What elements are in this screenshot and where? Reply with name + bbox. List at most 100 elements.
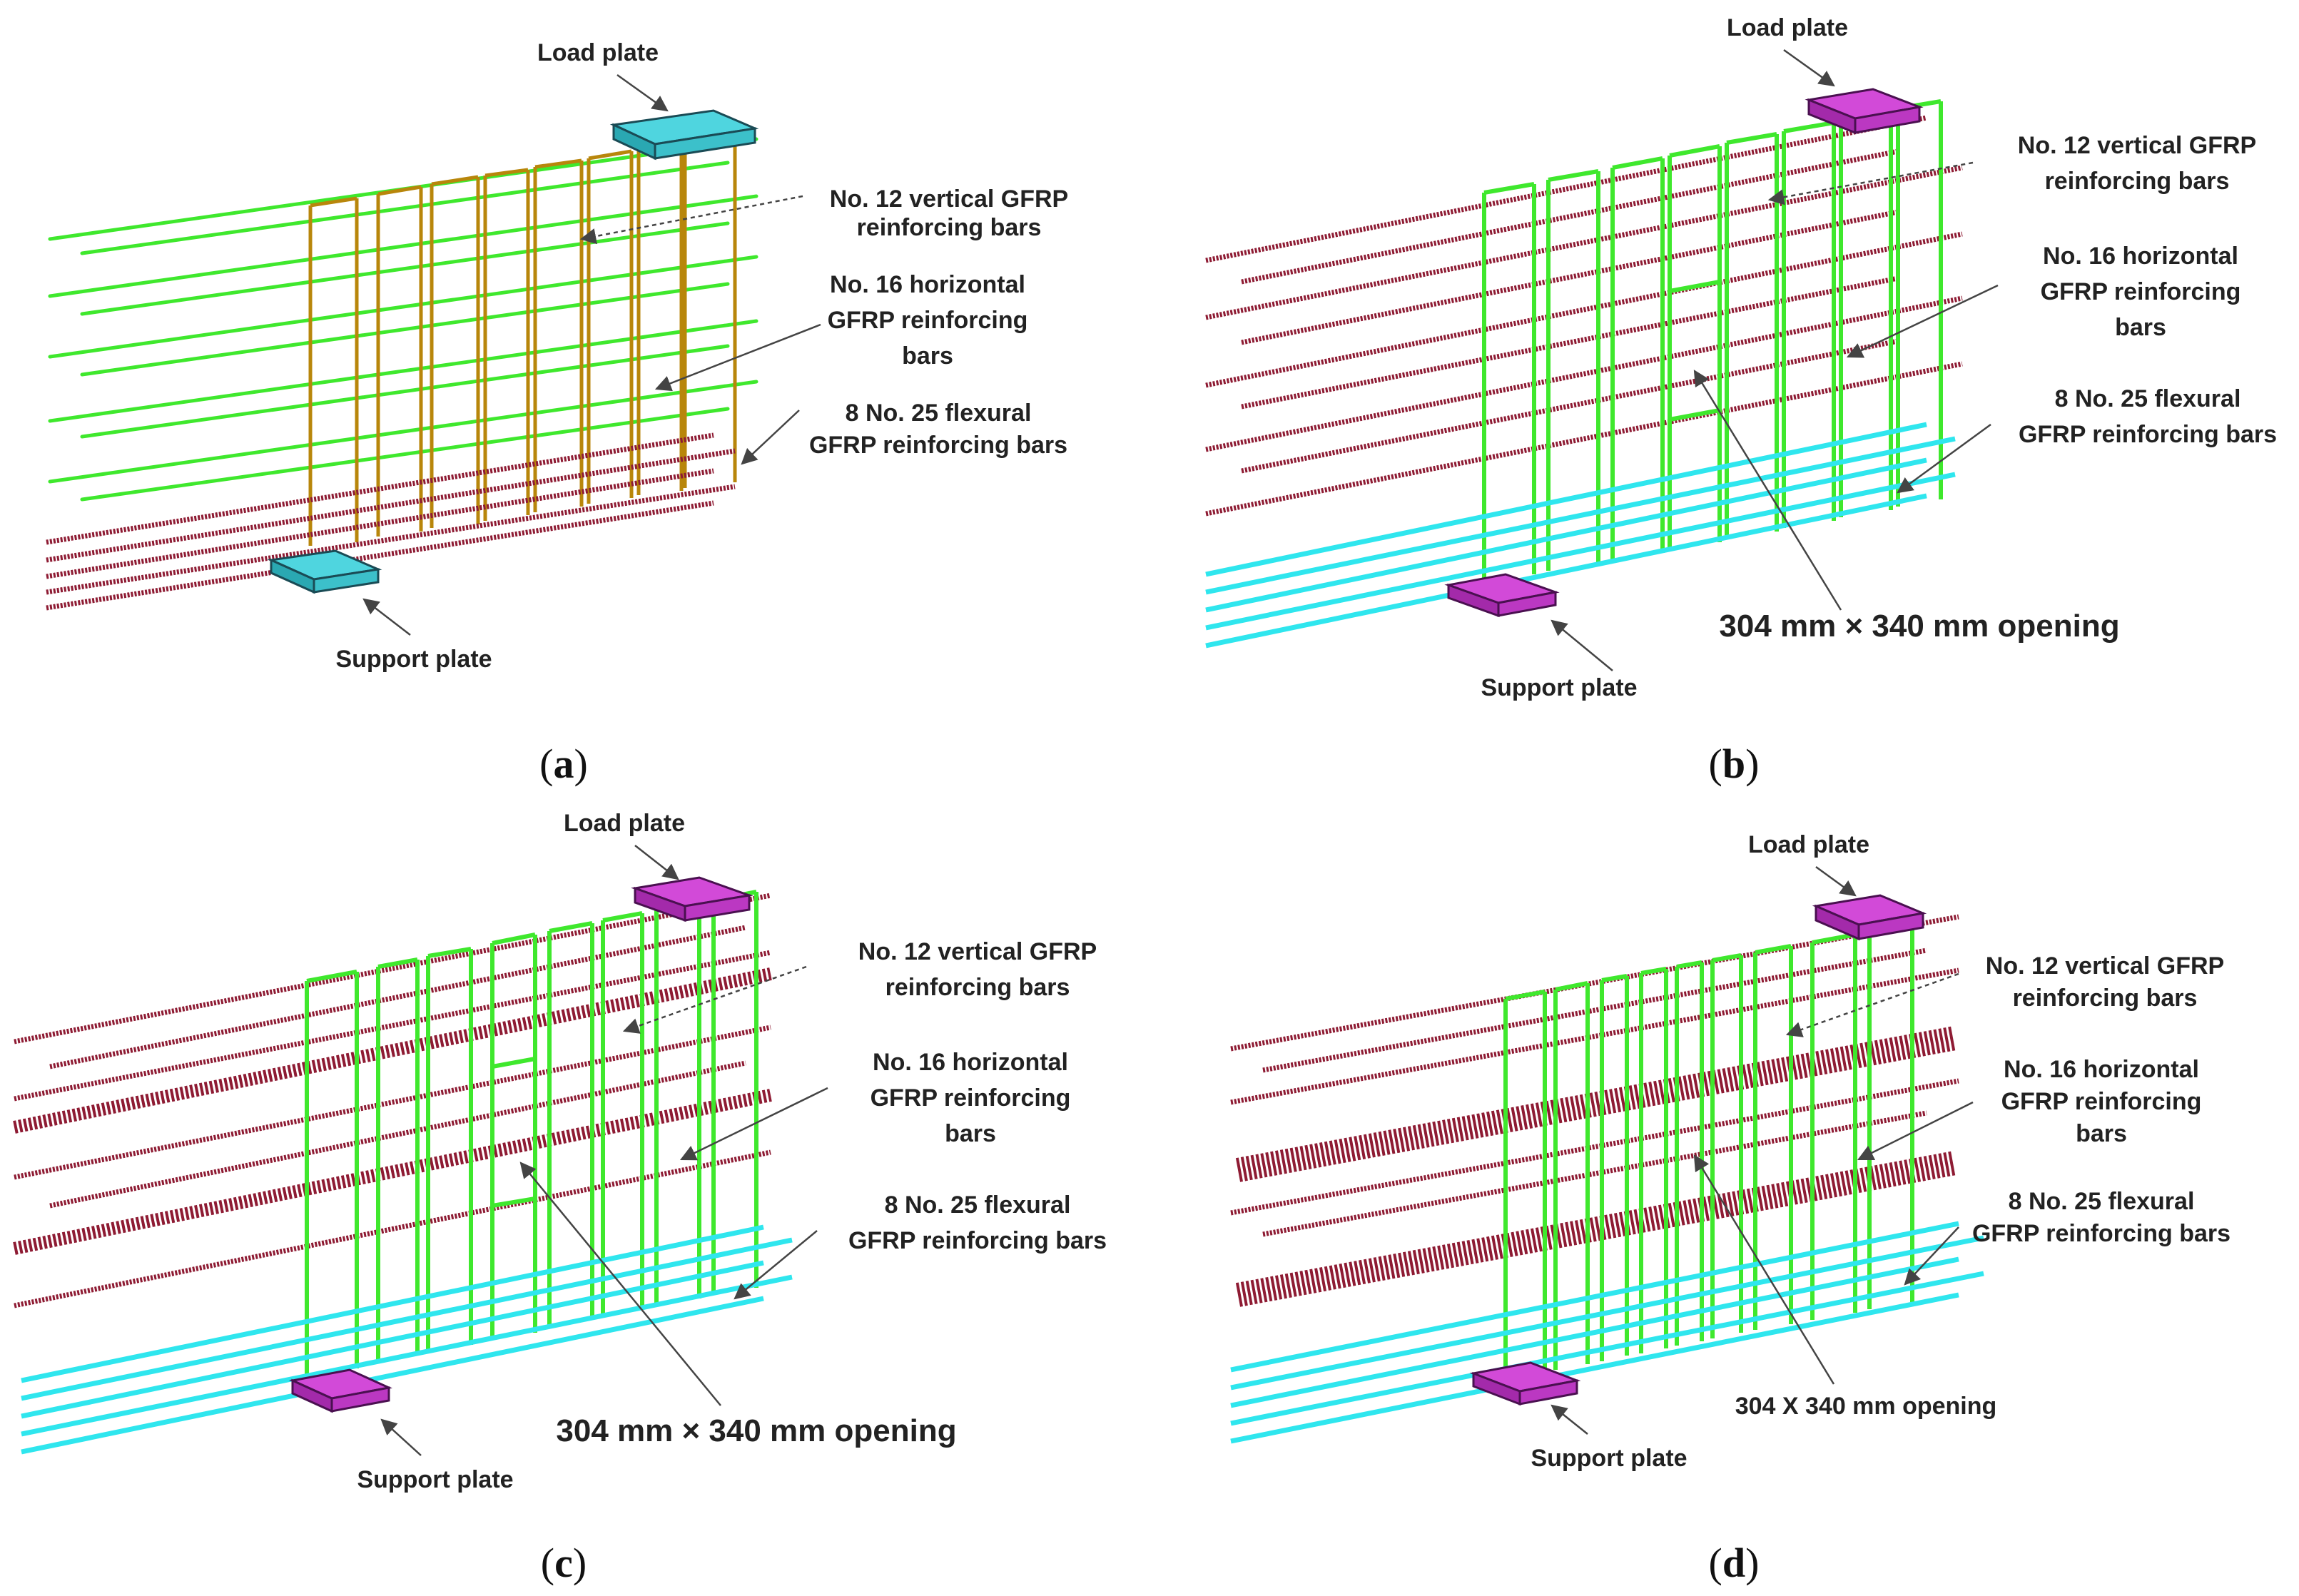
flexural-bars-label-line1: 8 No. 25 flexural (2055, 385, 2241, 412)
leader-line (1846, 284, 1999, 358)
horizontal-bars-label-line3: bars (2076, 1120, 2127, 1147)
vertical-bars-label-line2: reinforcing bars (2013, 985, 2198, 1012)
panel-d: Load plate No. 12 vertical GFRP reinforc… (1230, 831, 2231, 1586)
leader-line (1767, 161, 1974, 205)
bar (80, 407, 730, 502)
bar (21, 1274, 793, 1437)
horizontal-bars-label-line3: bars (902, 342, 953, 370)
panel-d-support-plate (1469, 1361, 1581, 1406)
leader-line (1785, 972, 1959, 1037)
support-plate-label: Support plate (357, 1466, 513, 1493)
stirrup (426, 947, 473, 1352)
bar (14, 1025, 771, 1180)
load-plate-label: Load plate (1748, 831, 1869, 858)
bar (80, 161, 730, 255)
bar (80, 344, 730, 439)
leader-line (1904, 1226, 1959, 1286)
horizontal-bars-label-line3: bars (945, 1120, 996, 1147)
vertical-bars-label-line2: reinforcing bars (857, 214, 1042, 241)
bar (46, 500, 714, 611)
load-plate-label: Load plate (537, 39, 659, 66)
opening-edge (492, 1057, 536, 1069)
stirrup (1610, 156, 1665, 560)
panel-a: Load plate No. 12 vertical GFRP reinforc… (46, 39, 1068, 787)
stirrup (601, 911, 644, 1316)
bar (1230, 1235, 1984, 1391)
flexural-bars-label-line1: 8 No. 25 flexural (2009, 1188, 2195, 1215)
leader-line (380, 1418, 422, 1456)
stirrup (308, 196, 359, 546)
bar (1230, 1271, 1984, 1426)
leader-line (1815, 865, 1857, 897)
panel-a-flexural-bars (46, 432, 736, 611)
leader-line (1857, 1101, 1974, 1161)
panel-a-load-plate (609, 109, 759, 161)
bar (1205, 422, 1927, 577)
panel-b-flexural-bars (1205, 422, 1956, 649)
bar (14, 1149, 771, 1308)
stirrup (533, 158, 584, 512)
stirrup (547, 921, 594, 1328)
bar (1205, 295, 1963, 452)
horizontal-bars-label-line2: GFRP reinforcing (828, 307, 1028, 334)
flexural-bars-label-line2: GFRP reinforcing bars (1972, 1220, 2231, 1247)
stirrup (1810, 932, 1857, 1320)
stirrup (376, 957, 420, 1363)
plate-front (1518, 1379, 1578, 1406)
stirrup (430, 175, 480, 528)
bar (1262, 947, 1927, 1073)
bar (46, 468, 714, 579)
leader-line (679, 1087, 828, 1161)
opening-edge (1669, 408, 1720, 422)
panel-c-opening-frame (492, 1057, 536, 1208)
leader-line (1551, 619, 1613, 671)
bar (48, 255, 758, 359)
horizontal-bars-label-line1: No. 16 horizontal (830, 271, 1025, 298)
horizontal-bars-label-line1: No. 16 horizontal (2004, 1056, 2199, 1083)
horizontal-bars-label-line2: GFRP reinforcing (2001, 1088, 2202, 1115)
panel-b-caption: (b) (1709, 741, 1760, 787)
panel-d-horizontal-bars (1230, 914, 1959, 1237)
panel-d-caption-letter: d (1722, 1540, 1745, 1586)
panel-a-support-plate (267, 549, 382, 594)
bar (1205, 231, 1963, 388)
panel-c-flexural-bars (21, 1224, 793, 1455)
stirrup (1482, 182, 1536, 581)
bar (21, 1260, 764, 1419)
flexural-bars-label-line1: 8 No. 25 flexural (846, 400, 1032, 427)
panel-b-support-plate (1444, 573, 1560, 618)
load-plate-label: Load plate (1727, 14, 1848, 41)
support-plate-label: Support plate (1531, 1445, 1687, 1472)
bar (1205, 493, 1927, 649)
bar (1230, 1078, 1959, 1216)
opening-label: 304 mm × 340 mm opening (1719, 609, 2119, 644)
bar (1205, 361, 1963, 517)
plate-front (313, 568, 380, 594)
bar (1230, 914, 1959, 1052)
plate-front (1857, 912, 1924, 940)
panel-c-support-plate (289, 1368, 392, 1413)
plate-front (330, 1386, 390, 1413)
panel-d-flexural-bars (1230, 1221, 1984, 1444)
bar (46, 432, 714, 545)
bar-bundle (13, 967, 772, 1134)
bar (1230, 1256, 1959, 1408)
plate-front (1854, 106, 1921, 134)
opening-edge (1669, 280, 1720, 293)
plate-front (684, 894, 751, 922)
plate-front (1497, 591, 1557, 617)
panel-c-horizontal-bars (14, 893, 771, 1308)
bar (1205, 115, 1927, 263)
leader-line (1783, 49, 1835, 87)
panel-d-mesh-bands (1235, 1026, 1958, 1307)
bar-mesh (1235, 1151, 1958, 1307)
stirrup (490, 932, 537, 1340)
vertical-bars-label-line2: reinforcing bars (2045, 168, 2230, 195)
leader-line (1693, 1154, 1835, 1385)
flexural-bars-label-line2: GFRP reinforcing bars (809, 432, 1067, 459)
leader-line (654, 323, 821, 392)
stirrup (376, 185, 423, 537)
leader-line (579, 195, 803, 245)
bar (21, 1224, 764, 1383)
